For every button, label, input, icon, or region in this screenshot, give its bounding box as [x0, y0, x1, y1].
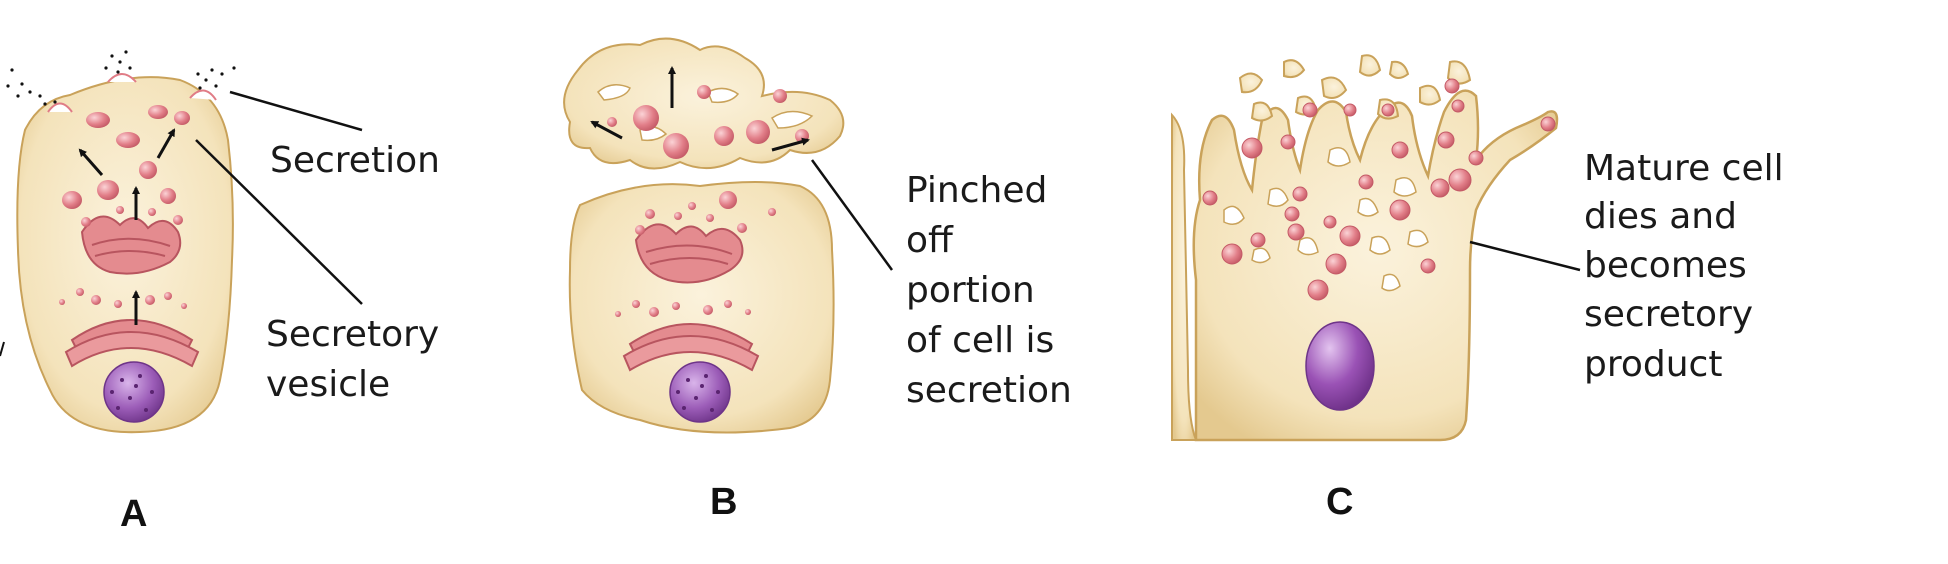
panel-a: Secretion Secretory vesicle A	[0, 50, 440, 535]
cell-fragments-c	[1238, 54, 1472, 122]
label-pinched-3: portion	[906, 270, 1035, 311]
label-secretory-vesicle-1: Secretory	[266, 314, 439, 355]
rough-er-b	[622, 323, 760, 372]
label-pinched-4: of cell is	[906, 320, 1054, 361]
apical-opening	[47, 102, 73, 113]
label-pinched-2: off	[906, 220, 954, 261]
golgi-apparatus-a	[80, 206, 183, 275]
apical-opening	[107, 73, 137, 83]
panel-letter-b: B	[710, 481, 737, 523]
left-edge-tick	[0, 341, 5, 357]
vesicles-a	[62, 105, 190, 209]
cell-c-holes	[1223, 147, 1429, 292]
secretion-particles	[6, 50, 236, 106]
movement-arrows-a	[78, 128, 176, 325]
panel-b: Pinched off portion of cell is secretion…	[563, 37, 1072, 523]
mature-cell-leader-line	[1469, 240, 1581, 272]
pinched-leader-line	[810, 159, 894, 271]
label-mature-5: product	[1584, 344, 1722, 385]
vesicles-pinched	[607, 85, 809, 159]
label-mature-3: becomes	[1584, 245, 1747, 286]
vesicles-c	[1202, 78, 1556, 301]
panel-c: Mature cell dies and becomes secretory p…	[1171, 54, 1784, 523]
pinched-off-portion	[563, 37, 845, 170]
movement-arrows-b	[590, 66, 810, 152]
golgi-apparatus-b	[634, 212, 747, 284]
label-pinched-5: secretion	[906, 370, 1072, 411]
panel-letter-c: C	[1326, 481, 1353, 523]
label-mature-4: secretory	[1584, 294, 1753, 335]
vesicle-leader-line	[195, 139, 363, 305]
label-mature-1: Mature cell	[1584, 148, 1784, 189]
vesicles-b	[645, 191, 776, 219]
rough-er-a	[64, 319, 200, 368]
label-mature-2: dies and	[1584, 196, 1737, 237]
secretion-leader-line	[229, 90, 363, 132]
nucleus-chromatin-a	[110, 374, 154, 412]
label-secretory-vesicle-2: vesicle	[266, 364, 390, 405]
neighbor-cell-edge	[1171, 112, 1198, 441]
apical-opening	[189, 89, 217, 101]
panel-letter-a: A	[120, 493, 147, 535]
transport-vesicles-a	[59, 288, 187, 309]
label-pinched-1: Pinched	[906, 170, 1047, 211]
nucleus-chromatin-b	[676, 374, 720, 412]
transport-vesicles-b	[615, 300, 751, 317]
label-secretion: Secretion	[270, 140, 440, 181]
nucleus-c	[1305, 321, 1375, 411]
